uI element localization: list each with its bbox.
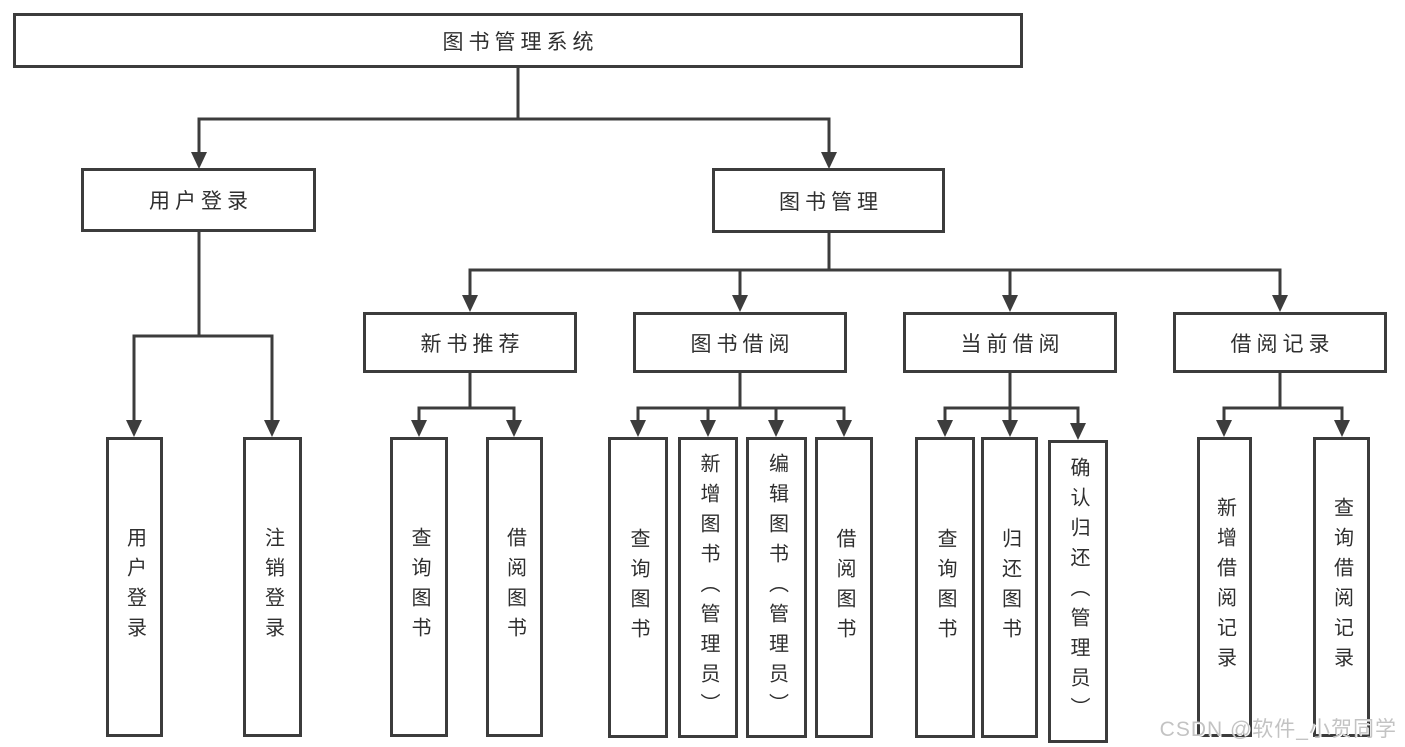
node-book-management: 图书管理	[712, 168, 945, 233]
leaf-edit-book-admin: 编辑图书（管理员）	[746, 437, 807, 738]
node-book-borrowing: 图书借阅	[633, 312, 847, 373]
node-user-login: 用户登录	[81, 168, 316, 232]
leaf-confirm-return-admin: 确认归还（管理员）	[1048, 440, 1108, 743]
leaf-add-borrow-record: 新增借阅记录	[1197, 437, 1252, 737]
csdn-watermark: CSDN @软件_小贺同学	[1159, 718, 1397, 741]
leaf-logout: 注销登录	[243, 437, 302, 737]
node-new-book-recommend: 新书推荐	[363, 312, 577, 373]
node-borrowing-records: 借阅记录	[1173, 312, 1387, 373]
node-library-system: 图书管理系统	[13, 13, 1023, 68]
leaf-query-books-recommend: 查询图书	[390, 437, 448, 737]
leaf-borrow-books-recommend: 借阅图书	[486, 437, 543, 737]
leaf-return-books: 归还图书	[981, 437, 1038, 738]
leaf-user-login: 用户登录	[106, 437, 163, 737]
edges	[126, 68, 1350, 440]
node-current-borrowing: 当前借阅	[903, 312, 1117, 373]
leaf-add-book-admin: 新增图书（管理员）	[678, 437, 738, 738]
leaf-borrow-books-borrowing: 借阅图书	[815, 437, 873, 738]
leaf-query-borrow-record: 查询借阅记录	[1313, 437, 1370, 737]
leaf-query-books-borrowing: 查询图书	[608, 437, 668, 738]
leaf-query-books-current: 查询图书	[915, 437, 975, 738]
